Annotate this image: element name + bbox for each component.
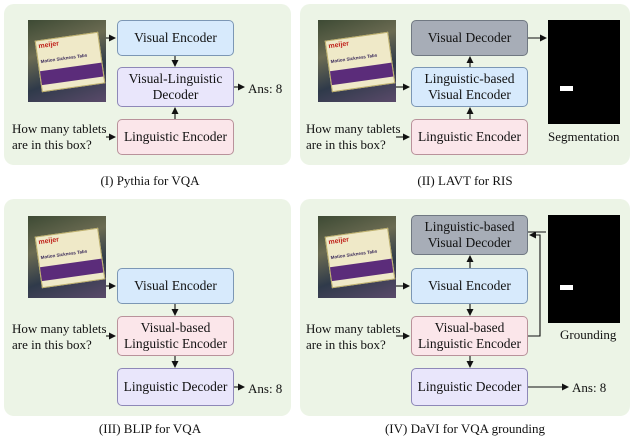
caption-pythia: (I) Pythia for VQA xyxy=(100,173,200,188)
question-text: How many tablets are in this box? xyxy=(306,321,401,352)
visual-encoder-box: Visual Encoder xyxy=(411,268,528,304)
visual-based-linguistic-encoder-box: Visual-based Linguistic Encoder xyxy=(411,316,528,356)
arrow-encoder-to-visual-decoder xyxy=(528,231,541,337)
segmentation-label: Segmentation xyxy=(548,129,620,144)
visual-encoder-box: Visual Encoder xyxy=(117,20,234,56)
segmentation-mask xyxy=(548,20,620,124)
answer-text: Ans: 8 xyxy=(572,380,607,395)
answer-text: Ans: 8 xyxy=(248,81,283,96)
mask-region xyxy=(560,285,573,290)
question-image-2: meijer Motion Sickness Tabs xyxy=(318,20,396,102)
visual-linguistic-decoder-box: Visual-Linguistic Decoder xyxy=(117,67,234,107)
question-image-1: meijer Motion Sickness Tabs xyxy=(28,20,106,102)
linguistic-based-visual-encoder-box: Linguistic-based Visual Encoder xyxy=(411,67,528,107)
question-text: How many tablets are in this box? xyxy=(306,121,401,152)
answer-text: Ans: 8 xyxy=(248,381,283,396)
grounding-label: Grounding xyxy=(560,327,617,342)
linguistic-decoder-box: Linguistic Decoder xyxy=(117,368,234,406)
grounding-mask xyxy=(548,215,620,323)
question-text: How many tablets are in this box? xyxy=(12,321,107,352)
caption-blip: (III) BLIP for VQA xyxy=(98,421,202,436)
visual-encoder-box: Visual Encoder xyxy=(117,268,234,304)
question-image-4: meijer Motion Sickness Tabs xyxy=(318,216,396,298)
linguistic-encoder-box: Linguistic Encoder xyxy=(411,119,528,155)
caption-davi: (IV) DaVI for VQA grounding xyxy=(384,421,546,436)
caption-lavt: (II) LAVT for RIS xyxy=(417,173,513,188)
linguistic-encoder-box: Linguistic Encoder xyxy=(117,119,234,155)
visual-decoder-box: Visual Decoder xyxy=(411,20,528,56)
question-image-3: meijer Motion Sickness Tabs xyxy=(28,216,106,298)
mask-region xyxy=(560,86,573,91)
linguistic-based-visual-decoder-box: Linguistic-based Visual Decoder xyxy=(411,215,528,255)
question-text: How many tablets are in this box? xyxy=(12,121,107,152)
visual-based-linguistic-encoder-box: Visual-based Linguistic Encoder xyxy=(117,316,234,356)
linguistic-decoder-box: Linguistic Decoder xyxy=(411,368,528,406)
